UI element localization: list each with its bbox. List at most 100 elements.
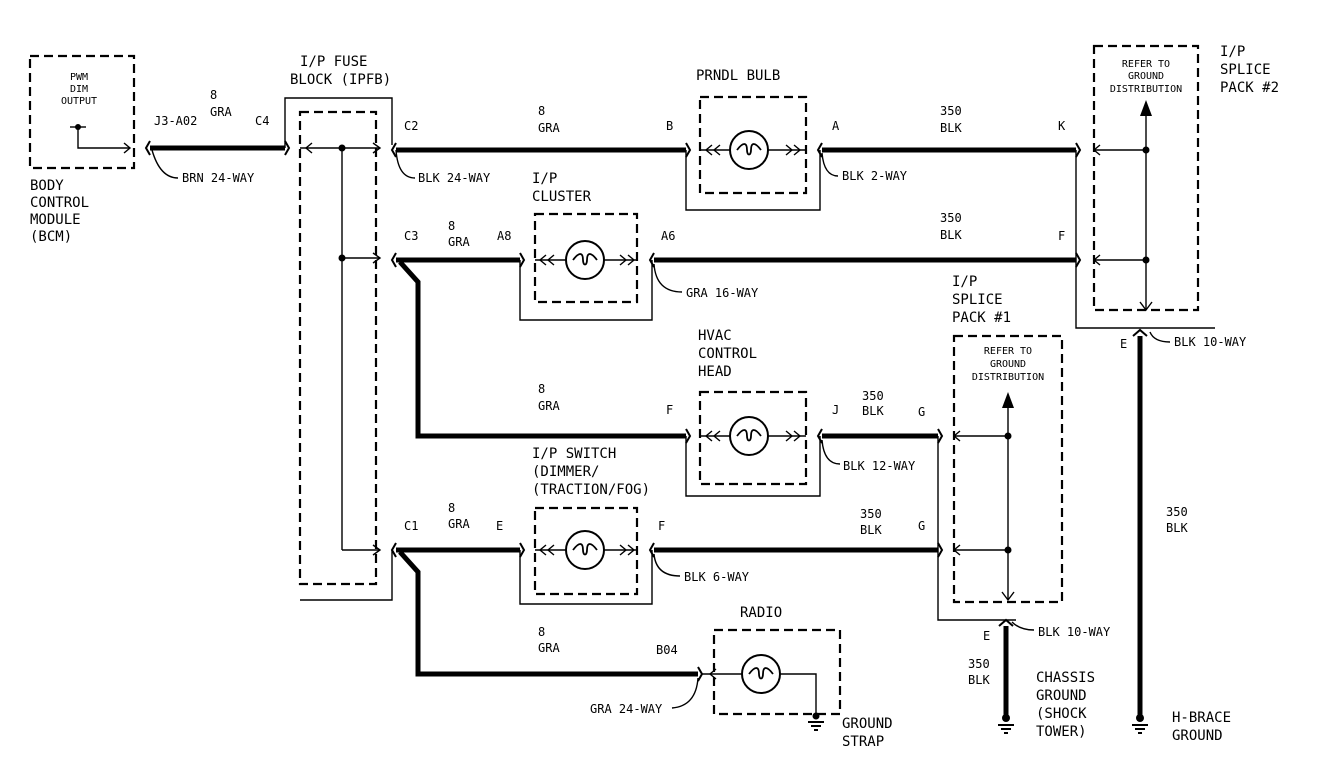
hvac-title-2: CONTROL — [698, 346, 757, 362]
ipfb-pin-c1: C1 — [404, 519, 418, 533]
splice1-pin-g2: G — [918, 519, 925, 533]
wire-c1-to-switch: 8 GRA — [390, 501, 526, 558]
wire-switch-gnd-color: BLK — [860, 523, 882, 537]
wire-switch-color: GRA — [448, 517, 470, 531]
hvac-title-3: HEAD — [698, 364, 732, 380]
splice1-connector-label: BLK 10-WAY — [1038, 625, 1111, 639]
radio-box — [712, 628, 842, 716]
splice1-title-2: SPLICE — [952, 292, 1003, 308]
splice2-ref-2: GROUND — [1128, 71, 1164, 82]
bcm-connector-label: BRN 24-WAY — [182, 171, 255, 185]
splice2-title-1: I/P — [1220, 44, 1245, 60]
splice2-title-3: PACK #2 — [1220, 80, 1279, 96]
wire-hbrace-size: 350 — [1166, 505, 1188, 519]
splice1-title-1: I/P — [952, 274, 977, 290]
bcm-module: PWM DIM OUTPUT BODY CONTROL MODULE (BCM)… — [28, 54, 255, 245]
splice1-pin-e: E — [983, 629, 990, 643]
bcm-output-label-3: OUTPUT — [61, 96, 97, 107]
splice2-connector-label: BLK 10-WAY — [1174, 335, 1247, 349]
wire-cluster-gnd-color: BLK — [940, 228, 962, 242]
hvac-pin-out: J — [832, 403, 839, 417]
wire-switch-size: 8 — [448, 501, 455, 515]
cluster-title-2: CLUSTER — [532, 189, 592, 205]
hbrace-ground-1: H-BRACE — [1172, 710, 1231, 726]
bcm-output-label-1: PWM — [70, 72, 88, 83]
wire-hvac-color: GRA — [538, 399, 560, 413]
switch-pin-out: F — [658, 519, 665, 533]
splice-pack-1: I/P SPLICE PACK #1 REFER TO GROUND DISTR… — [918, 274, 1111, 643]
splice2-title-2: SPLICE — [1220, 62, 1271, 78]
wire-switch-gnd-size: 350 — [860, 507, 882, 521]
splice1-ref-2: GROUND — [990, 359, 1026, 370]
radio: RADIO B04 GRA 24-WAY GROUND STRAP — [590, 605, 893, 750]
bcm-box — [28, 54, 136, 170]
wire-hvac-to-splice1: 350 BLK — [816, 389, 944, 444]
wire-bcm-to-ipfb: 8 GRA — [144, 88, 291, 156]
splice2-ref-3: DISTRIBUTION — [1110, 84, 1182, 95]
cluster-title-1: I/P — [532, 171, 557, 187]
ip-cluster: I/P CLUSTER A8 A6 GRA 16-WAY — [497, 171, 759, 321]
wire-c1-to-radio: 8 GRA — [398, 550, 704, 682]
bcm-output-label-2: DIM — [70, 84, 88, 95]
radio-title: RADIO — [740, 605, 782, 621]
splice2-ref-1: REFER TO — [1122, 59, 1170, 70]
splice2-pin-f: F — [1058, 229, 1065, 243]
splice1-ref-3: DISTRIBUTION — [972, 372, 1044, 383]
cluster-connector-label: GRA 16-WAY — [686, 286, 759, 300]
wire-hbrace-color: BLK — [1166, 521, 1188, 535]
wire-splice1-to-chassis: 350 BLK CHASSIS GROUND (SHOCK TOWER) — [968, 618, 1095, 740]
wire-c3-to-hvac: 8 GRA — [398, 260, 692, 444]
wire-chassis-size: 350 — [968, 657, 990, 671]
wire-chassis-color: BLK — [968, 673, 990, 687]
wire-c2-size: 8 — [538, 104, 545, 118]
switch-box — [533, 506, 639, 596]
wire-prndl-gnd-size: 350 — [940, 104, 962, 118]
radio-ground-1: GROUND — [842, 716, 893, 732]
switch-title-3: (TRACTION/FOG) — [532, 482, 650, 498]
bcm-name-3: MODULE — [30, 212, 81, 228]
wire-c3-to-cluster: 8 GRA — [390, 219, 526, 268]
ipfb-pin-c3: C3 — [404, 229, 418, 243]
wire-c3-color: GRA — [448, 235, 470, 249]
cluster-pin-out: A6 — [661, 229, 675, 243]
splice1-pin-g1: G — [918, 405, 925, 419]
wire-prndl-to-splice2: 350 BLK — [816, 104, 1082, 158]
ipfb-fuse-block: I/P FUSE BLOCK (IPFB) C4 C2 C3 C1 BLK 24… — [255, 54, 491, 601]
hvac-box — [698, 390, 808, 486]
wire-prndl-gnd-color: BLK — [940, 121, 962, 135]
chassis-ground-2: GROUND — [1036, 688, 1087, 704]
wire-splice2-to-hbrace: 350 BLK H-BRACE GROUND — [1131, 328, 1231, 744]
wire-hvac-gnd-size: 350 — [862, 389, 884, 403]
cluster-pin-in: A8 — [497, 229, 511, 243]
switch-title-1: I/P SWITCH — [532, 446, 616, 462]
wire-radio-color: GRA — [538, 641, 560, 655]
wire-switch-to-splice1: 350 BLK — [648, 507, 944, 558]
prndl-pin-out: A — [832, 119, 840, 133]
bcm-pin-label: J3-A02 — [154, 114, 197, 128]
wire-c2-color: GRA — [538, 121, 560, 135]
switch-connector-label: BLK 6-WAY — [684, 570, 750, 584]
ipfb-title-2: BLOCK (IPFB) — [290, 72, 391, 88]
splice1-title-3: PACK #1 — [952, 310, 1011, 326]
prndl-pin-in: B — [666, 119, 673, 133]
radio-ground-2: STRAP — [842, 734, 884, 750]
wire-radio-size: 8 — [538, 625, 545, 639]
prndl-connector-label: BLK 2-WAY — [842, 169, 908, 183]
chassis-ground-3: (SHOCK — [1036, 706, 1087, 722]
bcm-name-4: (BCM) — [30, 229, 72, 245]
splice1-box — [952, 334, 1064, 604]
wire-c3-size: 8 — [448, 219, 455, 233]
ipfb-pin-c2: C2 — [404, 119, 418, 133]
ipfb-title-1: I/P FUSE — [300, 54, 367, 70]
radio-connector-label: GRA 24-WAY — [590, 702, 663, 716]
hvac-title-1: HVAC — [698, 328, 732, 344]
wire-bcm-size: 8 — [210, 88, 217, 102]
splice2-pin-k: K — [1058, 119, 1066, 133]
bcm-name-1: BODY — [30, 178, 64, 194]
wire-cluster-gnd-size: 350 — [940, 211, 962, 225]
chassis-ground-1: CHASSIS — [1036, 670, 1095, 686]
wire-hvac-size: 8 — [538, 382, 545, 396]
cluster-box — [533, 212, 639, 304]
splice1-ref-1: REFER TO — [984, 346, 1032, 357]
